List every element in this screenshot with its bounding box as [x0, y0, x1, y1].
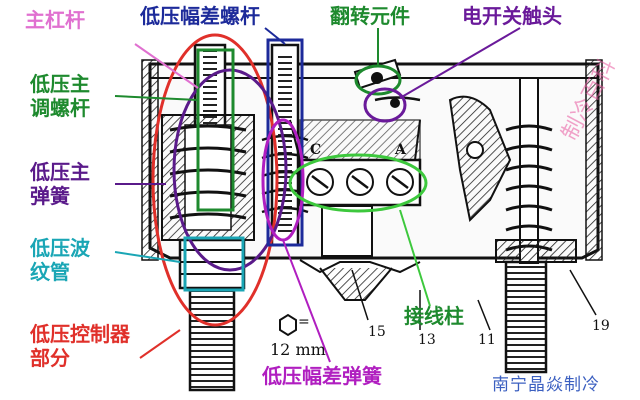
label-flip-element: 翻转元件: [330, 4, 410, 28]
part-a: A: [395, 142, 406, 158]
right-connector: [504, 260, 548, 374]
label-low-main-spring: 低压主弹簧: [30, 160, 90, 208]
watermark-bottom: 南宁晶焱制冷: [492, 375, 600, 395]
label-main-lever: 主杠杆: [25, 8, 85, 32]
label-low-control-part: 低压控制器部分: [30, 322, 130, 370]
part-c: C: [310, 142, 322, 158]
leader-lines: [114, 27, 597, 363]
label-terminal: 接线柱: [404, 304, 464, 328]
label-contact: 电开关触头: [462, 4, 562, 28]
right-spring: [495, 77, 577, 264]
part-19: 19: [592, 318, 610, 334]
label-low-diff-screw: 低压幅差螺杆: [140, 4, 260, 28]
label-low-main-adj-screw: 低压主调螺杆: [30, 72, 90, 120]
label-low-diff-spring: 低压幅差弹簧: [262, 364, 382, 388]
left-connector: [188, 288, 236, 392]
part-15: 15: [368, 324, 386, 340]
part-13: 13: [418, 332, 436, 348]
hex-symbol: [279, 313, 297, 337]
cam-lever: [448, 95, 512, 223]
terminal-block: [289, 119, 422, 257]
hex-equals: =: [298, 314, 310, 330]
bellows-drawing: [178, 238, 246, 290]
label-low-bellows: 低压波纹管: [30, 236, 90, 284]
part-11: 11: [478, 332, 496, 348]
size-12mm: 12 mm: [270, 340, 326, 359]
